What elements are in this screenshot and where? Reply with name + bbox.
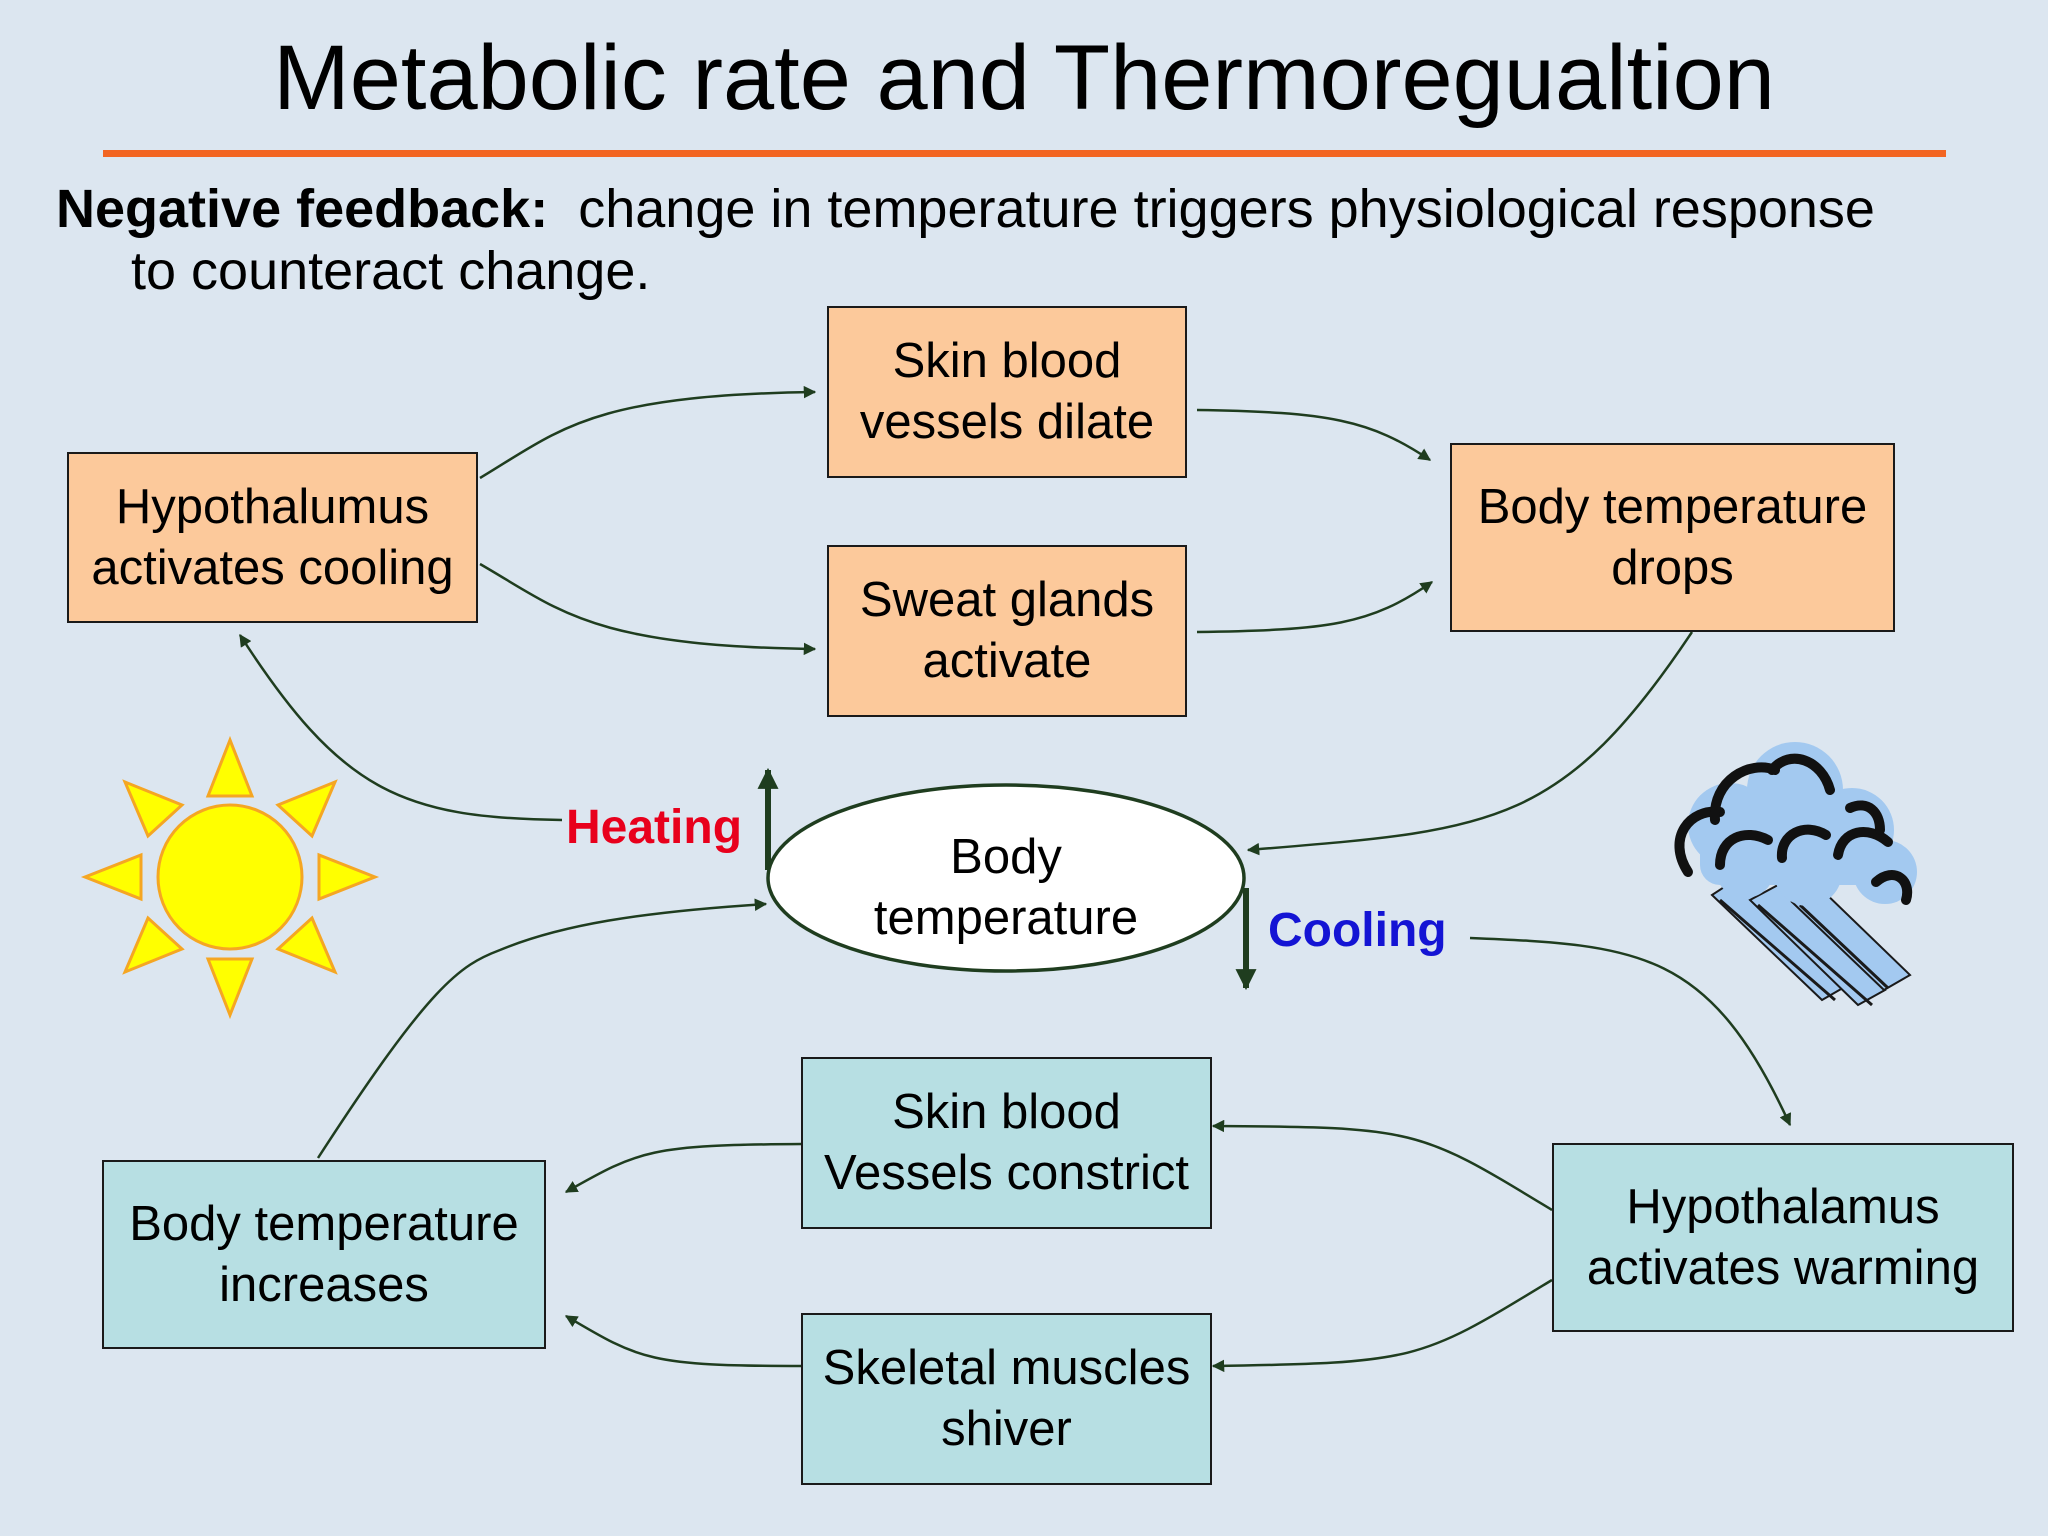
intro-text: Negative feedback: change in temperature… [56, 178, 2006, 302]
cooling-label: Cooling [1268, 904, 1447, 957]
box-body-temperature-drops: Body temperature drops [1450, 443, 1895, 632]
arrow-sweat-to-drops [1196, 580, 1434, 634]
box-skin-vessels-constrict: Skin blood Vessels constrict [801, 1057, 1212, 1229]
arrow-shiver-to-increases [564, 1314, 803, 1368]
arrow-warming-to-shiver [1211, 1278, 1553, 1373]
box-skeletal-muscles-shiver: Skeletal muscles shiver [801, 1313, 1212, 1485]
arrow-cooling-to-sweat [479, 562, 817, 656]
arrow-increases-to-body [316, 898, 768, 1159]
sun-icon [80, 735, 380, 1020]
body-temperature-label: Body temperature [873, 829, 1139, 945]
arrow-dilate-to-drops [1196, 408, 1432, 462]
box-skin-vessels-dilate: Skin blood vessels dilate [827, 306, 1187, 478]
box-hypothalamus-activates-warming: Hypothalamus activates warming [1552, 1143, 2014, 1332]
box-sweat-glands-activate: Sweat glands activate [827, 545, 1187, 717]
arrow-constrict-to-increases [564, 1142, 803, 1194]
page-title: Metabolic rate and Thermoregualtion [273, 27, 1775, 129]
title-divider [103, 150, 1946, 157]
intro-lead: Negative feedback: [56, 179, 549, 239]
arrow-cooling-to-dilate [479, 385, 817, 480]
intro-line-2: to counteract change. [131, 241, 651, 301]
arrow-heating-to-hypothalamus [238, 633, 563, 822]
arrow-warming-to-constrict [1211, 1119, 1553, 1212]
rain-cloud-icon [1674, 742, 1917, 1007]
intro-line-1: change in temperature triggers physiolog… [578, 179, 1875, 239]
heating-label: Heating [566, 801, 743, 854]
arrow-cooling-to-warming [1469, 936, 1792, 1127]
arrow-drops-to-body [1246, 631, 1694, 856]
box-body-temperature-increases: Body temperature increases [102, 1160, 546, 1349]
box-hypothalamus-activates-cooling: Hypothalumus activates cooling [67, 452, 478, 623]
body-temperature-ellipse [766, 783, 1246, 973]
